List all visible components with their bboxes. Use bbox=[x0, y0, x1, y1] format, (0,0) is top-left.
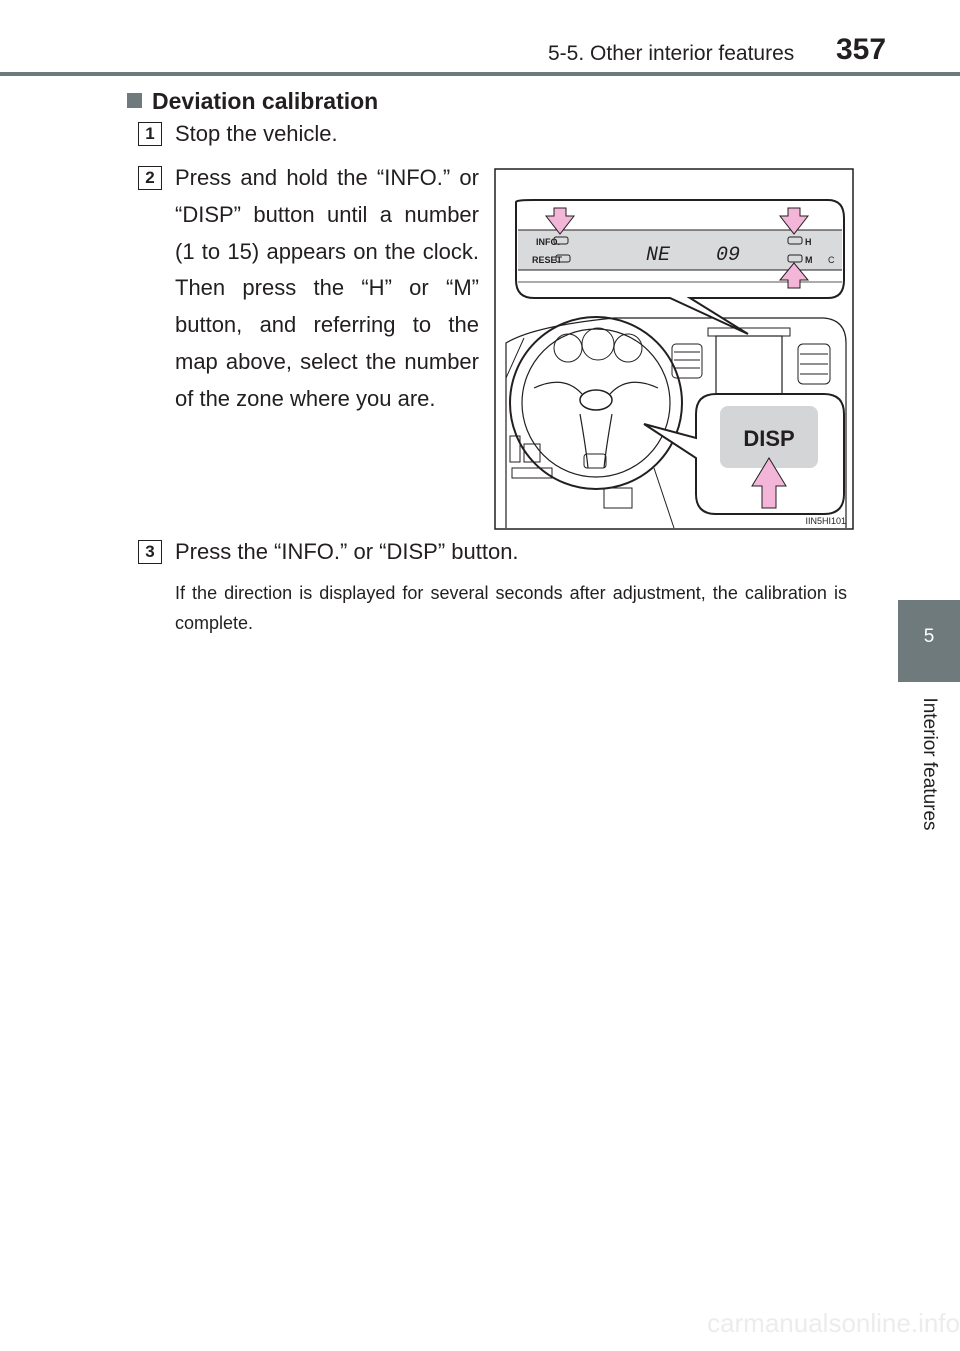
chapter-tab: 5 bbox=[898, 600, 960, 682]
display-reset-label: RESET bbox=[532, 255, 563, 265]
watermark: carmanualsonline.info bbox=[707, 1308, 960, 1338]
display-h-label: H bbox=[805, 237, 812, 247]
page-number: 357 bbox=[836, 33, 887, 66]
header-rule bbox=[0, 72, 960, 76]
step-3-text: Press the “INFO.” or “DISP” button. bbox=[175, 539, 519, 564]
display-edge-label: C bbox=[828, 255, 835, 265]
display-info-label: INFO. bbox=[536, 237, 560, 247]
display-m-label: M bbox=[805, 255, 813, 265]
note-text: If the direction is displayed for severa… bbox=[175, 583, 847, 633]
step-number-2: 2 bbox=[138, 166, 162, 190]
section-heading-text: Deviation calibration bbox=[152, 88, 379, 114]
display-zone-number: 09 bbox=[716, 244, 740, 267]
dashboard-illustration: INFO. RESET NE 09 H M C DISP IIN5HI101 bbox=[494, 168, 854, 530]
chapter-number: 5 bbox=[923, 626, 935, 647]
chapter-title: Interior features bbox=[919, 697, 940, 831]
square-bullet-icon bbox=[127, 93, 142, 108]
step-2-text: Press and hold the “INFO.” or “DISP” but… bbox=[175, 165, 479, 411]
header-section-title: 5-5. Other interior features bbox=[548, 42, 795, 65]
display-direction: NE bbox=[646, 244, 671, 267]
section-heading: Deviation calibration bbox=[127, 88, 378, 115]
disp-button-label: DISP bbox=[743, 426, 794, 451]
step-number-3: 3 bbox=[138, 540, 162, 564]
step-1-text: Stop the vehicle. bbox=[175, 121, 338, 146]
figure-id: IIN5HI101 bbox=[805, 516, 846, 526]
step-number-1: 1 bbox=[138, 122, 162, 146]
